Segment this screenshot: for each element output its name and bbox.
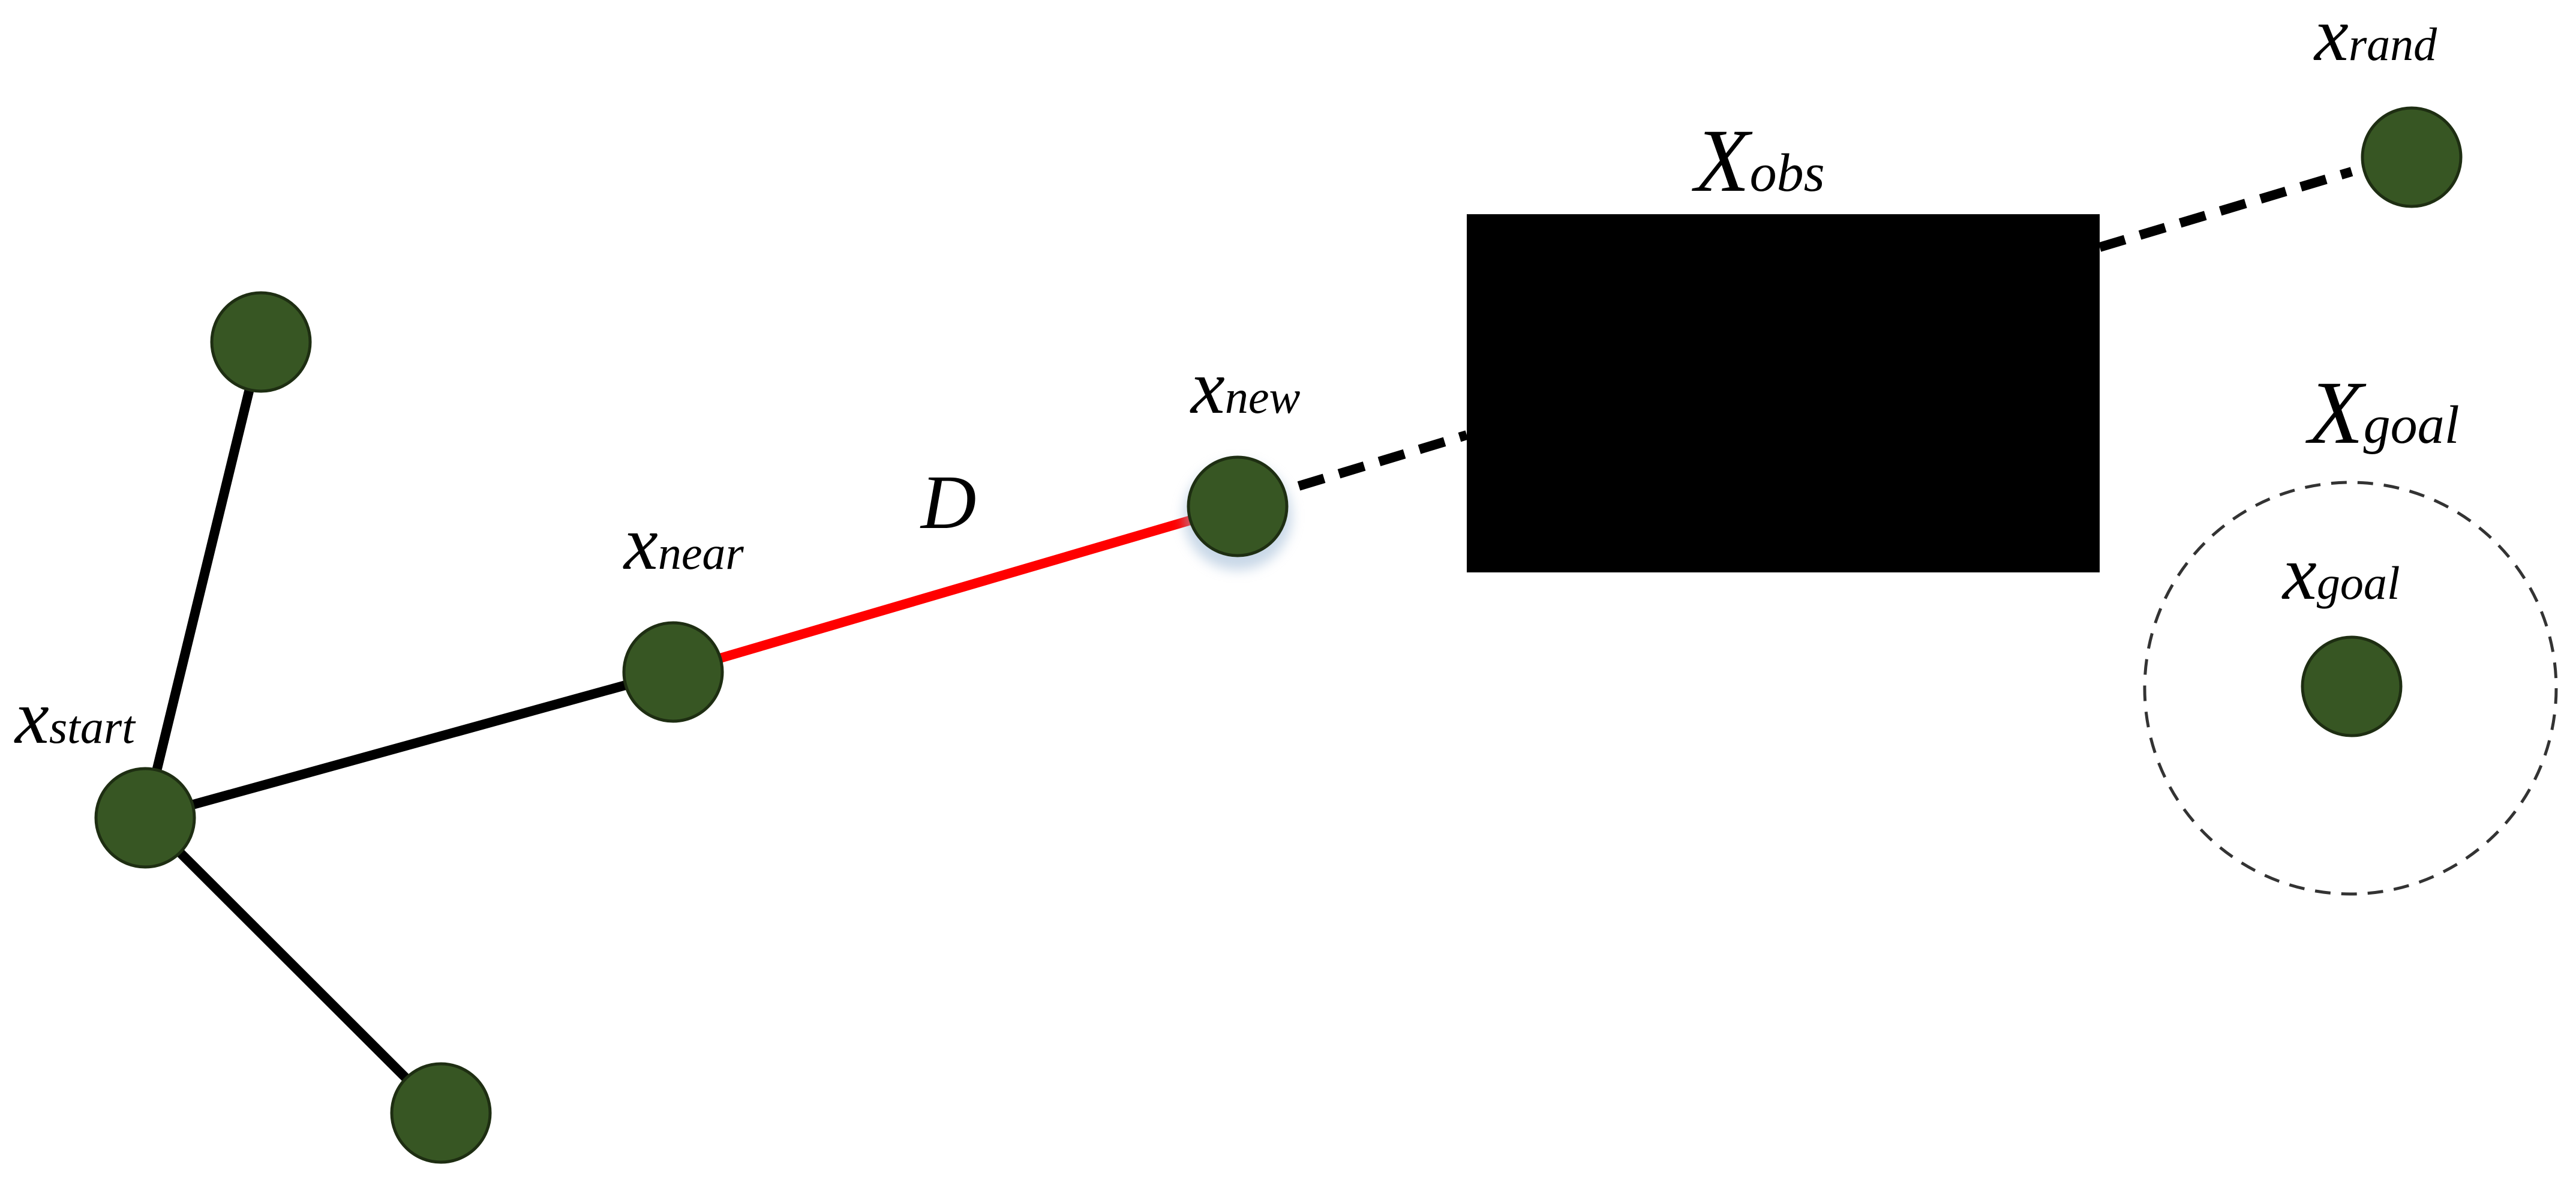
dashed-obstacle-to-rand [2098,167,2353,252]
label-x-near: xnear [623,500,744,586]
edge-start-to-bottom-node [142,814,445,1117]
edge-start-to-top-node [140,341,266,819]
label-x-rand: xrand [2313,0,2437,77]
label-x-near-main: x [623,500,658,586]
label-x-new: xnew [1190,344,1300,430]
dashed-new-to-obstacle [1297,430,1469,491]
label-x-rand-main: x [2313,0,2349,77]
node-goal [2301,635,2403,737]
node-new [1187,455,1289,557]
label-x-goal-main: x [2281,530,2317,616]
label-x-goal-sub: goal [2317,557,2400,609]
label-X-goal-region: Xgoal [2305,363,2460,463]
label-X-goal-sub: goal [2364,395,2460,455]
label-x-obs: Xobs [1692,111,1825,211]
label-x-obs-main: X [1692,111,1753,211]
goal-region-circle [2143,481,2558,896]
label-X-goal-main: X [2305,363,2367,463]
node-tree-top [210,291,312,393]
label-x-new-main: x [1190,344,1225,430]
label-x-obs-sub: obs [1750,143,1825,203]
edge-near-to-new-step [671,502,1239,677]
label-x-new-sub: new [1225,371,1301,423]
node-start [94,767,196,869]
edge-start-to-near [143,667,675,823]
obstacle-region [1467,214,2100,572]
label-x-rand-sub: rand [2349,18,2437,70]
label-x-near-sub: near [658,527,744,579]
node-tree-bottom [390,1062,492,1164]
label-x-start: xstart [14,674,136,760]
label-x-goal: xgoal [2281,530,2400,616]
node-rand [2361,106,2463,208]
label-x-start-sub: start [49,701,136,753]
label-x-start-main: x [14,674,49,760]
node-near [622,621,724,723]
label-d: D [920,460,976,545]
